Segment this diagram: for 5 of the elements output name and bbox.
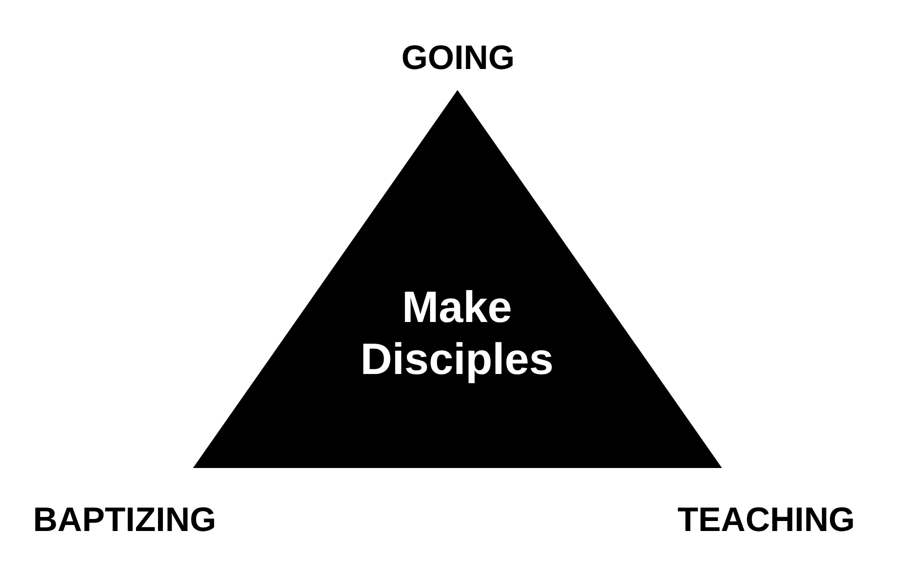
vertex-label: TEACHING bbox=[676, 500, 855, 540]
vertex-label: GOING bbox=[400, 38, 516, 78]
vertex-label: BAPTIZING bbox=[33, 500, 216, 540]
triangle bbox=[193, 90, 722, 468]
triangle-text: Make Disciples bbox=[359, 282, 555, 386]
